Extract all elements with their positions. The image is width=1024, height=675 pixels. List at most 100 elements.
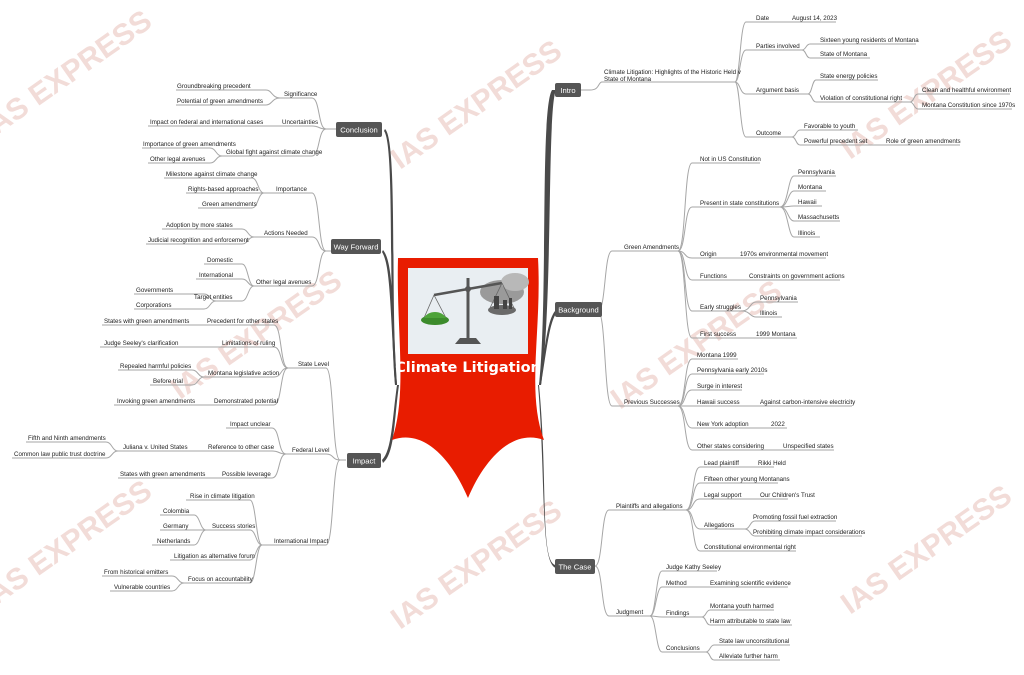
case-conclusion-1: State law unconstitutional [719,638,789,645]
watermark: IAS EXPRESS [0,474,158,616]
case-finding-1: Montana youth harmed [710,603,774,610]
bg-state-2: Montana [798,184,823,191]
impact-montana-label: Montana legislative action [208,370,280,377]
center-title: Climate Litigation [395,360,541,376]
bg-hawaii-label: Hawaii success [697,399,740,406]
bg-early-1: Pennsylvania [760,295,797,302]
wf-imp-2: Rights-based approaches [188,186,259,193]
wf-act-1: Adoption by more states [166,222,233,229]
branch-the-case-label: The Case [559,563,592,572]
impact-country-3: Netherlands [157,538,190,545]
intro-argument-1: State energy policies [820,73,877,80]
case-allegation-2: Prohibiting climate impact consideration… [753,529,865,536]
watermark: IAS EXPRESS [385,494,568,636]
case-method-label: Method [666,580,687,587]
case-fifteen: Fifteen other young Montanans [704,476,790,483]
case-conclusion-2: Alleviate further harm [719,653,778,660]
impact-nodes: State Level Precedent for other states S… [14,318,330,591]
watermark: IAS EXPRESS [0,4,158,146]
wf-oth-2: International [199,272,233,279]
bg-state-1: Pennsylvania [798,169,835,176]
branch-way-forward[interactable]: Way Forward [331,239,381,254]
impact-rise: Rise in climate litigation [190,493,255,500]
bg-ny-value: 2022 [771,421,785,428]
branch-impact[interactable]: Impact [347,453,381,468]
case-constitutional: Constitutional environmental right [704,544,796,551]
branch-conclusion[interactable]: Conclusion [336,122,382,137]
bg-first-label: First success [700,331,736,338]
case-judge: Judge Kathy Seeley [666,564,722,571]
way-forward-nodes: Importance Milestone against climate cha… [136,171,311,309]
impact-federal-label: Federal Level [292,447,330,454]
bg-state-4: Massachusetts [798,214,839,221]
bg-early-label: Early struggles [700,304,741,311]
scales-of-justice-icon [408,268,529,354]
intro-parties-label: Parties involved [756,43,800,50]
branch-conclusion-label: Conclusion [340,126,378,135]
case-allegations-label: Allegations [704,522,734,529]
main-connectors [382,90,557,568]
wf-act-2: Judicial recognition and enforcement [148,237,249,244]
branch-way-forward-label: Way Forward [334,243,379,252]
concl-sig-2: Potential of green amendments [177,98,263,105]
bg-functions-label: Functions [700,273,727,280]
impact-focus-2: Vulnerable countries [114,584,170,591]
impact-demonstrated-label: Demonstrated potential [214,398,278,405]
branch-the-case[interactable]: The Case [555,559,595,574]
impact-state-label: State Level [298,361,329,368]
branch-background-label: Background [558,306,599,315]
impact-montana-1: Repealed harmful policies [120,363,191,370]
impact-focus-label: Focus on accountability [188,576,254,583]
intro-argument-label: Argument basis [756,87,799,94]
case-conclusions-label: Conclusions [666,645,700,652]
bg-not-us: Not in US Constitution [700,156,761,163]
concl-significance-label: Significance [284,91,318,98]
bg-first-value: 1999 Montana [756,331,796,338]
impact-fifth: Fifth and Ninth amendments [28,435,106,442]
bg-origin-label: Origin [700,251,717,258]
wf-tgt-2: Corporations [136,302,171,309]
intro-argument-2: Violation of constitutional right [820,95,902,102]
case-lead-label: Lead plaintiff [704,460,739,467]
wf-imp-3: Green amendments [202,201,257,208]
intro-right-1: Clean and healthful environment [922,87,1011,94]
wf-actions-label: Actions Needed [264,230,308,237]
intro-party-2: State of Montana [820,51,868,58]
impact-country-1: Colombia [163,508,190,515]
impact-reference-label: Reference to other case [208,444,275,451]
branch-background[interactable]: Background [555,302,602,317]
intro-nodes: Climate Litigation: Highlights of the Hi… [604,15,1015,145]
concl-unc-1: Impact on federal and international case… [150,119,263,126]
case-legal-value: Our Children's Trust [760,492,815,499]
wf-other-label: Other legal avenues [256,279,311,286]
bg-origin-value: 1970s environmental movement [740,251,828,258]
bg-early-2: Illinois [760,310,777,317]
intro-topic-line2: State of Montana [604,76,652,83]
concl-uncertainties-label: Uncertainties [282,119,318,126]
bg-pennsylvania: Pennsylvania early 2010s [697,367,768,374]
bg-state-3: Hawaii [798,199,817,206]
intro-outcome-1: Favorable to youth [804,123,856,130]
concl-global-label: Global fight against climate change [226,149,323,156]
center-node[interactable]: Climate Litigation [392,258,544,498]
bg-functions-value: Constraints on government actions [749,273,845,280]
branch-intro[interactable]: Intro [555,83,581,97]
impact-country-2: Germany [163,523,189,530]
wf-imp-1: Milestone against climate change [166,171,258,178]
bg-montana: Montana 1999 [697,352,737,359]
impact-limitations-label: Limitations of ruling [222,340,276,347]
the-case-nodes: Plaintiffs and allegations Lead plaintif… [616,460,865,660]
watermark: IAS EXPRESS [385,34,568,176]
intro-right-2: Montana Constitution since 1970s [922,102,1015,109]
intro-outcome-label: Outcome [756,130,782,137]
bg-green-amendments: Green Amendments [624,244,679,251]
bg-surge: Surge in interest [697,383,742,390]
impact-juliana: Juliana v. United States [123,444,188,451]
impact-montana-2: Before trial [153,378,183,385]
bg-previous-label: Previous Successes [624,399,680,406]
case-judgment-label: Judgment [616,609,643,616]
wf-importance-label: Importance [276,186,308,193]
bg-other-label: Other states considering [697,443,765,450]
impact-leverage-value: States with green amendments [120,471,205,478]
